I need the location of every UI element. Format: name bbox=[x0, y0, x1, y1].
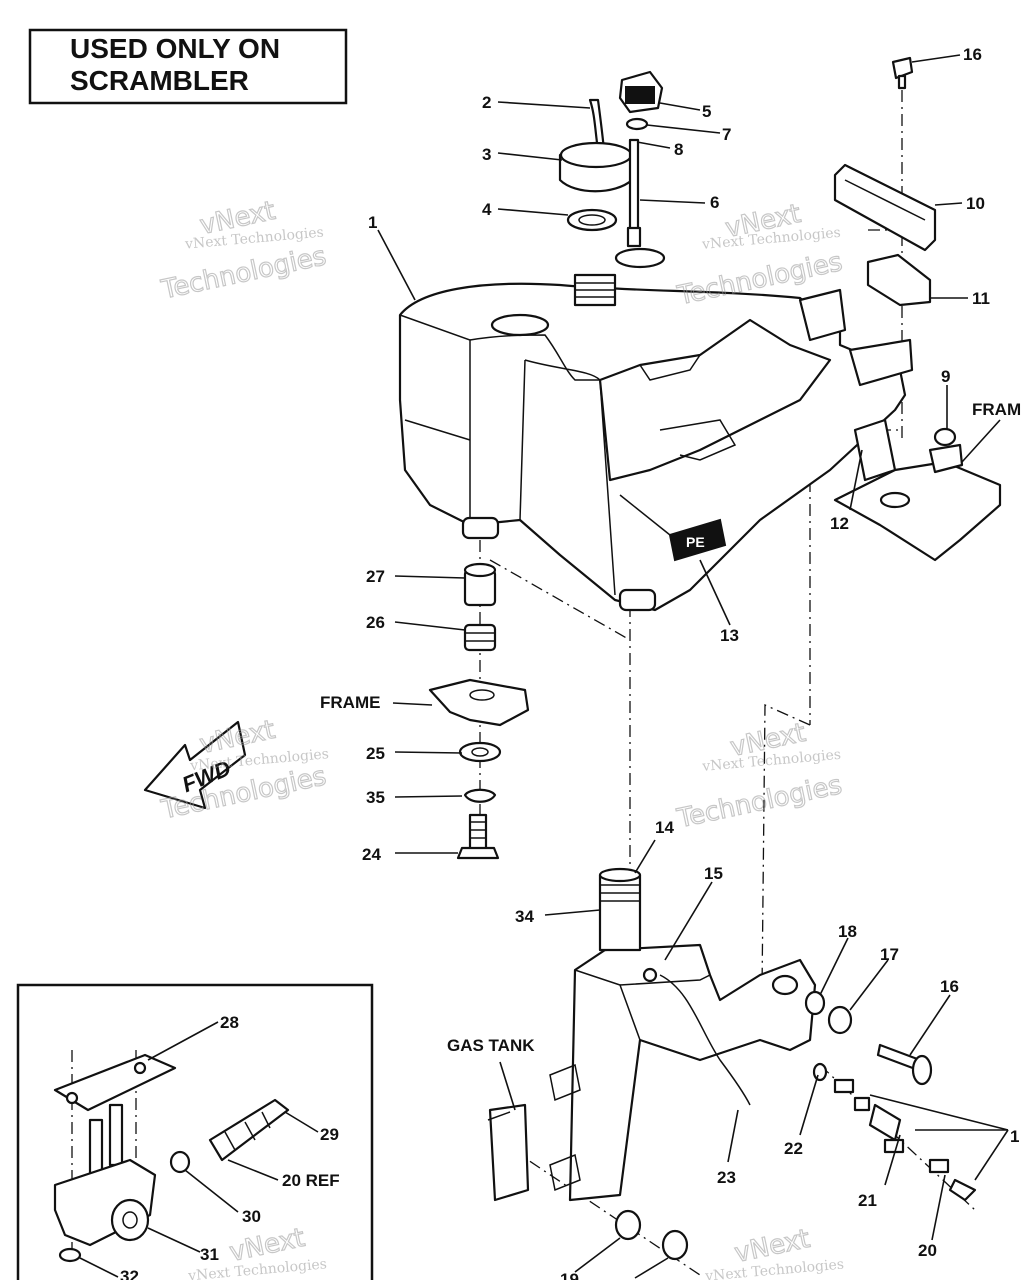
top-parts bbox=[558, 70, 664, 248]
label-30: 30 bbox=[242, 1207, 261, 1226]
label-35: 35 bbox=[366, 788, 385, 807]
watermark-4: vNext vNext Technologies Technologies bbox=[673, 717, 845, 835]
label-23: 23 bbox=[717, 1168, 736, 1187]
label-9: 9 bbox=[941, 367, 950, 386]
label-16-top: 16 bbox=[963, 45, 982, 64]
label-32: 32 bbox=[120, 1267, 139, 1280]
label-29: 29 bbox=[320, 1125, 339, 1144]
label-19-right: 1 bbox=[1010, 1127, 1019, 1146]
label-18: 18 bbox=[838, 922, 857, 941]
label-34: 34 bbox=[515, 907, 534, 926]
label-16-bottom: 16 bbox=[940, 977, 959, 996]
label-8: 8 bbox=[674, 140, 683, 159]
label-frame-left: FRAME bbox=[320, 693, 380, 712]
label-20: 20 bbox=[918, 1241, 937, 1260]
decal-text: PE bbox=[686, 534, 705, 550]
svg-text:Technologies: Technologies bbox=[674, 770, 845, 834]
label-20-ref: 20 REF bbox=[282, 1171, 340, 1190]
label-1: 1 bbox=[368, 213, 377, 232]
label-22: 22 bbox=[784, 1139, 803, 1158]
right-bracket-parts bbox=[833, 56, 1002, 562]
oil-tank bbox=[487, 867, 977, 1261]
label-gas-tank: GAS TANK bbox=[447, 1036, 535, 1055]
label-27: 27 bbox=[366, 567, 385, 586]
gas-tank: PE bbox=[398, 247, 914, 612]
label-6: 6 bbox=[710, 193, 719, 212]
label-28: 28 bbox=[220, 1013, 239, 1032]
label-14: 14 bbox=[655, 818, 674, 837]
banner-line2: SCRAMBLER bbox=[70, 65, 249, 96]
label-19-bottom: 19 bbox=[560, 1270, 579, 1280]
svg-text:Technologies: Technologies bbox=[158, 241, 329, 305]
label-3: 3 bbox=[482, 145, 491, 164]
label-15: 15 bbox=[704, 864, 723, 883]
label-26: 26 bbox=[366, 613, 385, 632]
label-5: 5 bbox=[702, 102, 711, 121]
watermark-6: vNext vNext Technologies bbox=[704, 1223, 845, 1280]
label-13: 13 bbox=[720, 626, 739, 645]
scrambler-banner: USED ONLY ON SCRAMBLER bbox=[28, 28, 348, 105]
inset-valve-detail bbox=[16, 983, 374, 1280]
label-31: 31 bbox=[200, 1245, 219, 1264]
watermark-1: vNext vNext Technologies Technologies bbox=[158, 195, 330, 306]
label-4: 4 bbox=[482, 200, 492, 219]
banner-line1: USED ONLY ON bbox=[70, 33, 280, 64]
label-24: 24 bbox=[362, 845, 381, 864]
label-frame-right: FRAM bbox=[972, 400, 1021, 419]
leader-lines bbox=[79, 54, 1009, 1279]
label-7: 7 bbox=[722, 125, 731, 144]
label-10: 10 bbox=[966, 194, 985, 213]
mount-stack bbox=[428, 562, 530, 860]
part-labels: 2 3 4 1 5 7 8 6 16 10 11 9 FRAM 12 13 27… bbox=[120, 45, 1021, 1280]
label-12: 12 bbox=[830, 514, 849, 533]
label-11: 11 bbox=[972, 289, 990, 308]
label-2: 2 bbox=[482, 93, 491, 112]
label-17: 17 bbox=[880, 945, 899, 964]
label-21: 21 bbox=[858, 1191, 877, 1210]
label-25: 25 bbox=[366, 744, 385, 763]
